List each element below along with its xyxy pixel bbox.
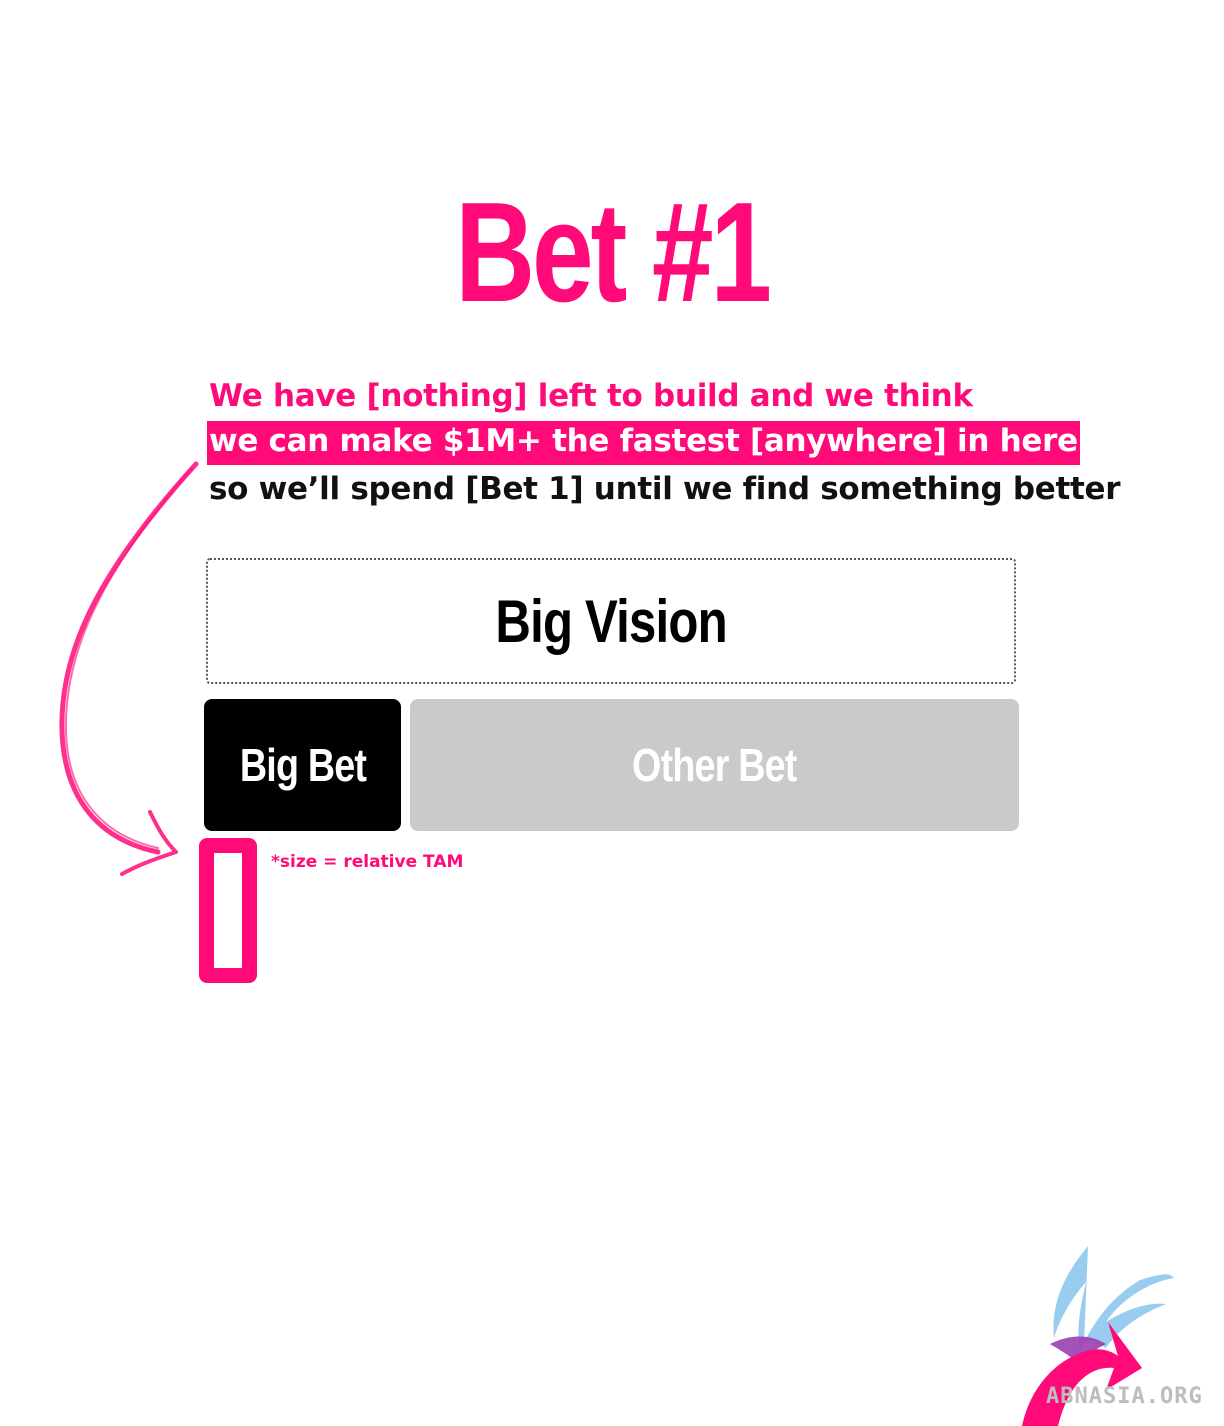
big-bet-label: Big Bet	[239, 739, 366, 791]
logo-text: ABNASIA.ORG	[1046, 1384, 1203, 1409]
big-vision-label: Big Vision	[495, 587, 727, 655]
bracket-marker-icon	[199, 838, 257, 983]
other-bet-label: Other Bet	[632, 739, 797, 791]
big-bet-box: Big Bet	[204, 699, 401, 831]
big-vision-box: Big Vision	[206, 558, 1016, 684]
statement-line-3: so we’ll spend [Bet 1] until we find som…	[209, 471, 1121, 507]
statement-line-1: We have [nothing] left to build and we t…	[209, 378, 973, 414]
other-bet-box: Other Bet	[410, 699, 1019, 831]
size-footnote: *size = relative TAM	[271, 852, 464, 872]
statement-line-2-highlighted: we can make $1M+ the fastest [anywhere] …	[207, 421, 1080, 465]
page-title: Bet #1	[455, 173, 772, 332]
bird-logo-icon	[1022, 1246, 1174, 1426]
curved-arrow-icon	[59, 461, 199, 876]
